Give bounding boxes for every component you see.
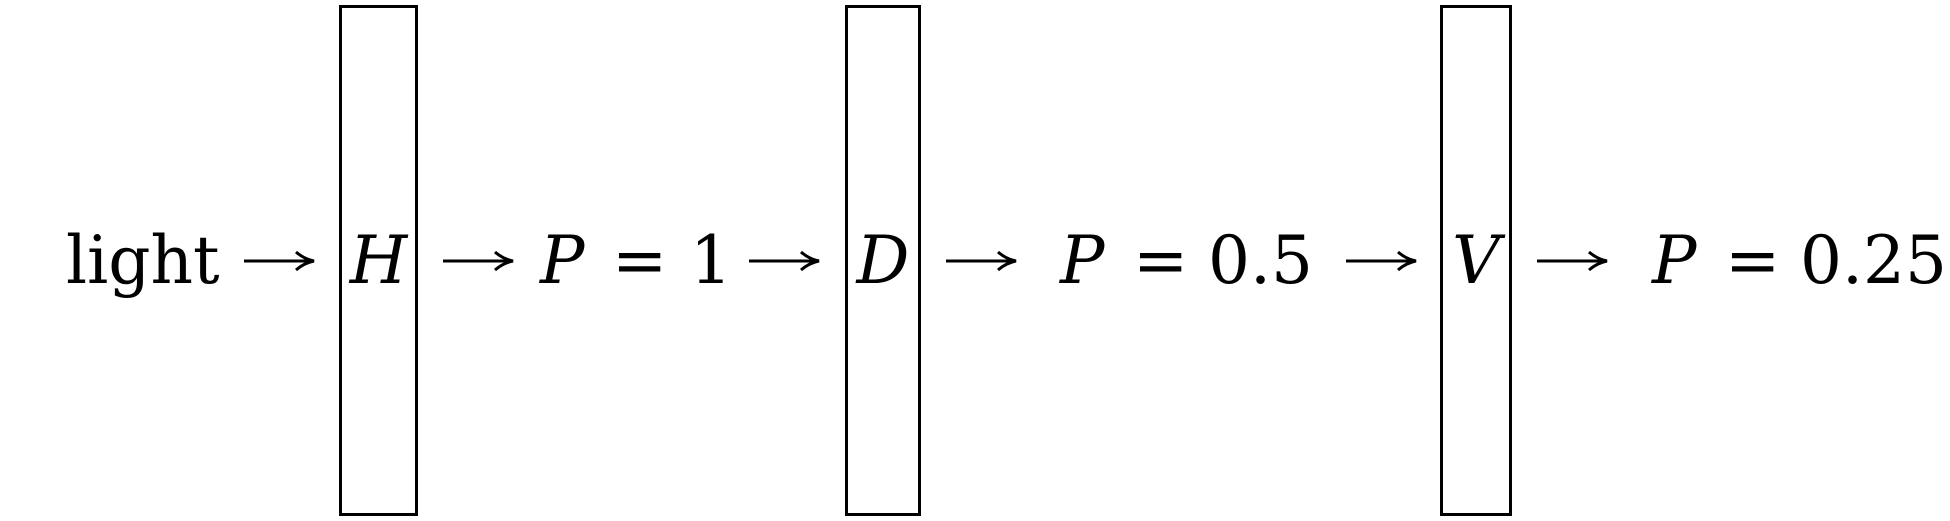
filter-box-diagonal: D xyxy=(845,5,921,516)
output-eq-2: = xyxy=(1133,222,1189,299)
output-eq-1: = xyxy=(612,222,668,299)
filter-label-v: V xyxy=(1452,221,1500,299)
filter-label-d: D xyxy=(856,221,910,299)
arrow-right-icon xyxy=(749,251,820,271)
output-eq-3: = xyxy=(1725,222,1781,299)
arrow-right-icon xyxy=(946,251,1017,271)
output-var-p-1: P xyxy=(540,222,585,299)
output-value-1: 1 xyxy=(690,222,732,299)
output-value-3: 0.25 xyxy=(1800,222,1947,299)
source-label-light: light xyxy=(66,222,220,299)
output-var-p-3: P xyxy=(1652,222,1697,299)
filter-label-h: H xyxy=(349,221,408,299)
output-var-p-2: P xyxy=(1060,222,1105,299)
arrow-right-icon xyxy=(443,251,514,271)
arrow-right-icon xyxy=(1537,251,1608,271)
output-value-2: 0.5 xyxy=(1208,222,1313,299)
filter-box-horizontal: H xyxy=(339,5,418,516)
filter-box-vertical: V xyxy=(1440,5,1512,516)
arrow-right-icon xyxy=(244,251,315,271)
arrow-right-icon xyxy=(1346,251,1417,271)
